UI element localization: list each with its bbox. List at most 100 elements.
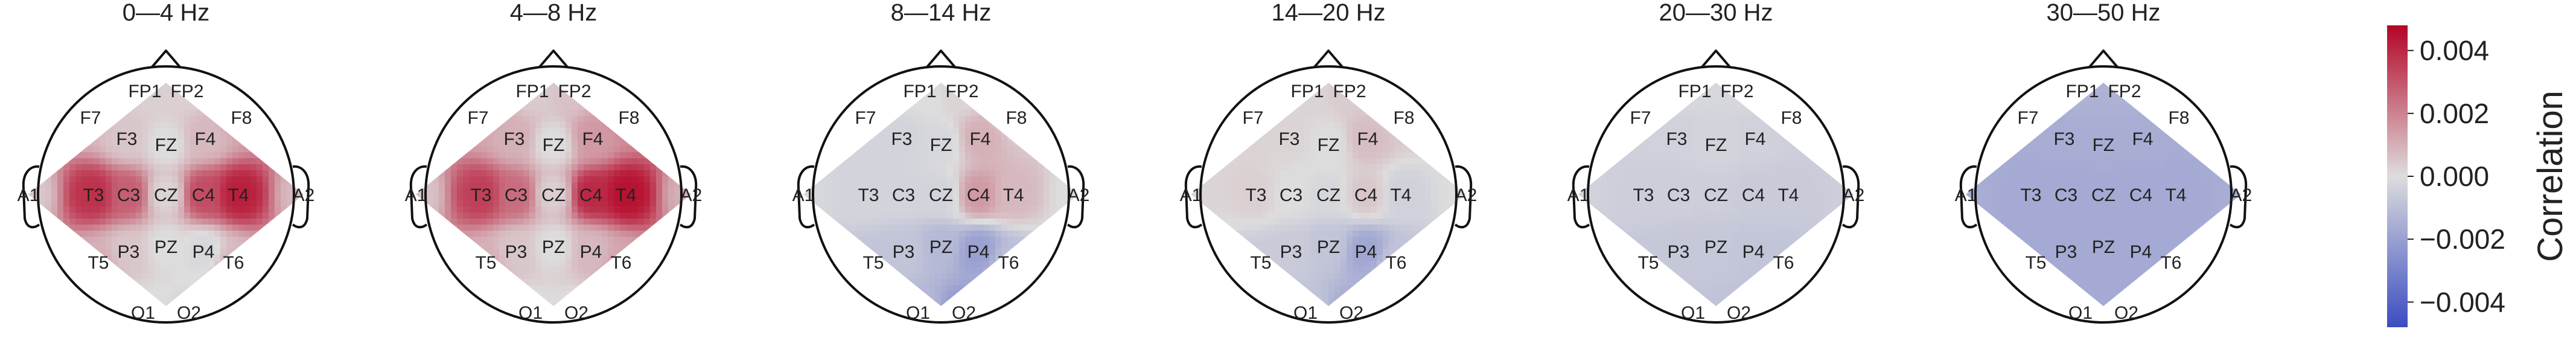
- heat-cell: [941, 194, 948, 201]
- heat-cell: [88, 128, 94, 135]
- heat-cell: [281, 158, 287, 165]
- heat-cell: [130, 273, 136, 280]
- heat-cell: [602, 110, 608, 117]
- heat-cell: [427, 255, 433, 261]
- heat-cell: [560, 255, 566, 261]
- heat-cell: [808, 86, 815, 92]
- heat-cell: [995, 170, 1002, 177]
- heat-cell: [154, 152, 161, 159]
- heat-cell: [517, 200, 524, 207]
- heat-cell: [541, 219, 548, 225]
- heat-cell: [953, 116, 960, 123]
- heat-cell: [1038, 225, 1044, 231]
- heat-cell: [596, 128, 602, 135]
- heat-cell: [433, 206, 439, 213]
- heat-cell: [250, 225, 257, 231]
- heat-cell: [578, 213, 584, 219]
- heat-cell: [662, 92, 669, 98]
- heat-cell: [136, 188, 142, 195]
- heat-cell: [899, 110, 905, 117]
- heat-cell: [275, 92, 281, 98]
- heat-cell: [281, 110, 287, 117]
- heat-cell: [553, 182, 560, 189]
- heat-cell: [493, 116, 500, 123]
- heat-cell: [572, 267, 578, 273]
- heat-cell: [566, 285, 572, 292]
- heat-cell: [856, 206, 863, 213]
- heat-cell: [572, 237, 578, 243]
- heat-cell: [445, 170, 451, 177]
- heat-cell: [57, 231, 64, 237]
- heat-cell: [560, 219, 566, 225]
- heat-cell: [686, 291, 691, 298]
- heat-cell: [632, 273, 639, 280]
- heat-cell: [989, 194, 996, 201]
- heat-cell: [184, 297, 191, 304]
- heat-cell: [208, 182, 215, 189]
- heat-cell: [299, 140, 304, 147]
- heat-cell: [602, 261, 608, 267]
- heat-cell: [463, 219, 470, 225]
- heat-cell: [451, 92, 457, 98]
- heat-cell: [100, 134, 106, 141]
- left-ear-outline: [409, 165, 428, 229]
- heat-cell: [1068, 255, 1074, 261]
- heat-cell: [1044, 146, 1050, 153]
- heat-cell: [202, 128, 209, 135]
- heat-cell: [100, 297, 106, 304]
- heat-cell: [814, 200, 821, 207]
- heat-cell: [887, 104, 893, 110]
- heat-cell: [45, 213, 52, 219]
- heat-cell: [226, 249, 233, 255]
- heat-cell: [220, 219, 227, 225]
- heat-cell: [232, 176, 239, 183]
- heat-cell: [917, 188, 923, 195]
- heat-cell: [154, 140, 161, 147]
- heat-cell: [965, 146, 972, 153]
- heat-cell: [650, 285, 657, 292]
- heat-cell: [445, 225, 451, 231]
- heat-cell: [154, 206, 161, 213]
- heat-cell: [935, 110, 942, 117]
- heat-cell: [112, 206, 118, 213]
- heat-cell: [208, 194, 215, 201]
- heat-cell: [929, 98, 936, 104]
- heat-cell: [941, 182, 948, 189]
- heat-cell: [590, 297, 596, 304]
- heat-cell: [572, 146, 578, 153]
- heat-cell: [602, 104, 608, 110]
- heat-cell: [244, 267, 251, 273]
- heat-cell: [178, 122, 185, 129]
- heat-cell: [57, 194, 64, 201]
- heat-cell: [638, 176, 645, 183]
- heat-cell: [905, 110, 911, 117]
- heat-cell: [94, 176, 100, 183]
- heat-cell: [208, 261, 215, 267]
- heat-cell: [608, 158, 614, 165]
- heat-cell: [893, 116, 899, 123]
- heat-cell: [433, 110, 439, 117]
- heat-cell: [826, 206, 833, 213]
- heat-cell: [644, 243, 651, 249]
- heat-cell: [560, 249, 566, 255]
- heat-cell: [1074, 261, 1079, 267]
- heat-cell: [481, 140, 488, 147]
- heat-cell: [220, 86, 227, 92]
- heat-cell: [662, 213, 669, 219]
- heat-cell: [57, 92, 64, 98]
- heat-cell: [814, 255, 821, 261]
- heat-cell: [112, 182, 118, 189]
- heat-cell: [124, 225, 130, 231]
- heat-cell: [566, 200, 572, 207]
- heat-cell: [803, 243, 809, 249]
- heat-cell: [875, 237, 881, 243]
- heat-cell: [662, 158, 669, 165]
- heat-cell: [832, 86, 839, 92]
- heat-cell: [584, 249, 590, 255]
- heat-cell: [190, 297, 197, 304]
- heat-cell: [154, 237, 161, 243]
- heat-cell: [130, 194, 136, 201]
- heat-cell: [457, 200, 464, 207]
- heat-cell: [1025, 243, 1032, 249]
- heat-cell: [463, 267, 470, 273]
